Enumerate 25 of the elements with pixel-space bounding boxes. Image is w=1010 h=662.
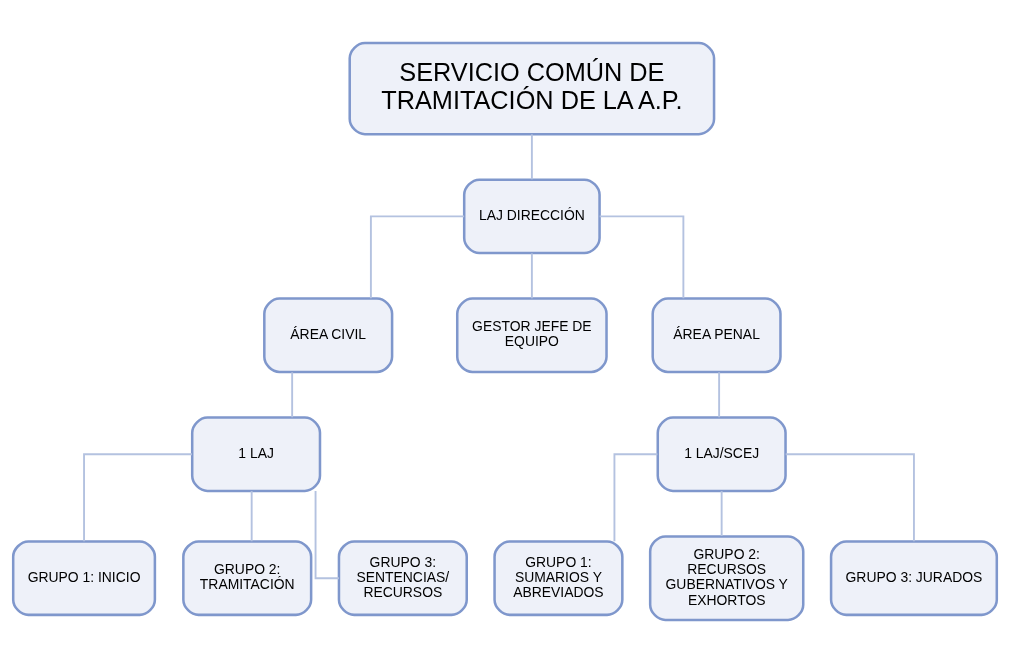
connector — [598, 214, 685, 299]
node-box: GRUPO 1: SUMARIOS Y ABREVIADOS — [493, 539, 624, 616]
node-box: GRUPO 1: INICIO — [11, 539, 157, 616]
connector — [314, 489, 340, 579]
node-box: 1 LAJ/SCEJ — [656, 415, 787, 492]
node-box: GESTOR JEFE DE EQUIPO — [455, 296, 608, 373]
connector — [369, 214, 465, 299]
node-box: GRUPO 2: TRAMITACIÓN — [182, 539, 313, 616]
node-box: LAJ DIRECCIÓN — [462, 177, 601, 254]
node-box: GRUPO 3: JURADOS — [829, 539, 999, 616]
node-box: ÁREA PENAL — [651, 296, 782, 373]
connector — [530, 132, 533, 180]
node-box: 1 LAJ — [190, 415, 322, 492]
connector — [784, 452, 915, 542]
connector — [720, 489, 723, 537]
connector — [250, 489, 253, 542]
connector — [530, 251, 533, 299]
node-box: ÁREA CIVIL — [263, 296, 394, 373]
connector — [83, 452, 193, 542]
connector — [291, 370, 294, 418]
node-box: GRUPO 2: RECURSOS GUBERNATIVOS Y EXHORTOS — [648, 534, 805, 621]
node-box: SERVICIO COMÚN DE TRAMITACIÓN DE LA A.P. — [348, 41, 716, 135]
connector — [613, 452, 659, 542]
connector — [718, 370, 721, 418]
node-box: GRUPO 3: SENTENCIAS/ RECURSOS — [337, 539, 468, 616]
